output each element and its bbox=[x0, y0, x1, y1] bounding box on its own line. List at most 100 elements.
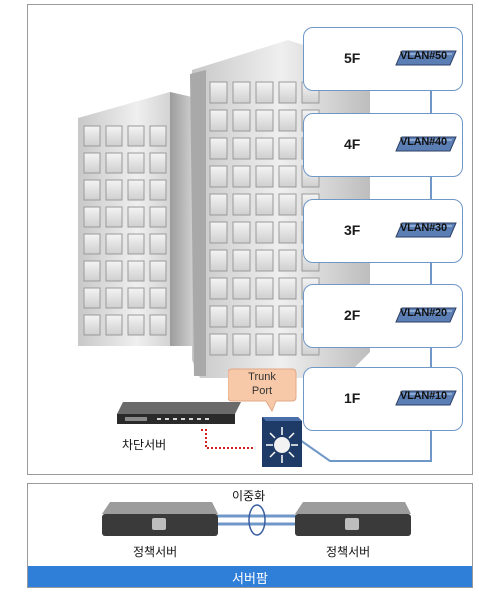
building-window bbox=[209, 221, 228, 244]
floor-4f-box: 4F VLAN#40 bbox=[303, 113, 463, 177]
building-window bbox=[127, 179, 145, 201]
floor-label: 4F bbox=[344, 136, 361, 152]
building-window bbox=[105, 314, 123, 336]
building-window bbox=[149, 125, 167, 147]
building-window bbox=[255, 193, 274, 216]
building-window bbox=[255, 109, 274, 132]
switch-icon bbox=[395, 390, 457, 406]
building-window bbox=[255, 81, 274, 104]
vlan-label: VLAN#40 bbox=[400, 136, 447, 148]
building-window bbox=[83, 179, 101, 201]
building-window bbox=[255, 137, 274, 160]
building-window bbox=[105, 125, 123, 147]
floor-2f-box: 2F VLAN#20 bbox=[303, 284, 463, 348]
building-window bbox=[278, 277, 297, 300]
building-window bbox=[232, 249, 251, 272]
building-window bbox=[127, 260, 145, 282]
floor-3f-box: 3F VLAN#30 bbox=[303, 199, 463, 263]
vlan-label: VLAN#30 bbox=[400, 222, 447, 234]
building-window bbox=[149, 287, 167, 309]
building-window bbox=[232, 137, 251, 160]
policy-server-left-label: 정책서버 bbox=[133, 545, 178, 559]
building-window bbox=[209, 81, 228, 104]
building-window bbox=[209, 249, 228, 272]
building-window bbox=[278, 221, 297, 244]
building-window bbox=[149, 314, 167, 336]
building-window bbox=[209, 165, 228, 188]
floor-label: 2F bbox=[344, 307, 361, 323]
building-window bbox=[105, 260, 123, 282]
building-window bbox=[209, 305, 228, 328]
building-window bbox=[149, 179, 167, 201]
core-switch-icon bbox=[262, 417, 302, 467]
trunk-port-callout bbox=[228, 368, 297, 413]
server-farm-bar bbox=[28, 566, 472, 587]
building-window bbox=[83, 206, 101, 228]
building-window bbox=[278, 137, 297, 160]
switch-icon bbox=[395, 50, 457, 66]
switch-icon bbox=[395, 136, 457, 152]
building-window bbox=[127, 152, 145, 174]
building-window bbox=[105, 206, 123, 228]
switch-icon bbox=[395, 307, 457, 323]
building-window bbox=[149, 152, 167, 174]
building-window bbox=[127, 314, 145, 336]
building-window bbox=[83, 233, 101, 255]
building-window bbox=[105, 179, 123, 201]
building-network-panel bbox=[27, 4, 473, 475]
building-window bbox=[278, 165, 297, 188]
building-window bbox=[209, 333, 228, 356]
building-window bbox=[232, 165, 251, 188]
building-window bbox=[105, 152, 123, 174]
building-window bbox=[105, 233, 123, 255]
floor-1f-box: 1F VLAN#10 bbox=[303, 367, 463, 431]
trunk-port-label: Trunk Port bbox=[248, 371, 276, 397]
building-window bbox=[209, 277, 228, 300]
building-window bbox=[127, 206, 145, 228]
building-window bbox=[278, 81, 297, 104]
building-window bbox=[83, 314, 101, 336]
building-window bbox=[255, 333, 274, 356]
switch-icon bbox=[395, 222, 457, 238]
trunk-uplink-line bbox=[299, 68, 432, 462]
block-server-label: 차단서버 bbox=[122, 438, 167, 452]
building-window bbox=[255, 305, 274, 328]
building-window bbox=[255, 249, 274, 272]
building-window bbox=[255, 221, 274, 244]
building-window bbox=[149, 233, 167, 255]
vlan-label: VLAN#50 bbox=[400, 50, 447, 62]
vlan-label: VLAN#10 bbox=[400, 390, 447, 402]
building-window bbox=[278, 305, 297, 328]
building-window bbox=[83, 287, 101, 309]
building-window bbox=[232, 305, 251, 328]
server-farm-panel bbox=[27, 483, 473, 588]
building-window bbox=[278, 333, 297, 356]
building-window bbox=[209, 109, 228, 132]
building-window bbox=[149, 206, 167, 228]
building-window bbox=[232, 109, 251, 132]
building-window bbox=[278, 249, 297, 272]
building-window bbox=[232, 333, 251, 356]
building-window bbox=[127, 287, 145, 309]
building-window bbox=[209, 137, 228, 160]
block-server-link bbox=[201, 429, 255, 449]
vlan-label: VLAN#20 bbox=[400, 307, 447, 319]
building-window bbox=[127, 233, 145, 255]
building-window bbox=[232, 81, 251, 104]
building-window bbox=[83, 260, 101, 282]
policy-server-left-icon bbox=[102, 502, 218, 536]
floor-5f-box: 5F VLAN#50 bbox=[303, 27, 463, 91]
building-window bbox=[83, 125, 101, 147]
building-window bbox=[232, 193, 251, 216]
building-window bbox=[255, 277, 274, 300]
building-window bbox=[278, 109, 297, 132]
policy-server-right-label: 정책서버 bbox=[326, 545, 371, 559]
floor-label: 1F bbox=[344, 390, 361, 406]
floor-label: 5F bbox=[344, 50, 361, 66]
building-window bbox=[127, 125, 145, 147]
server-farm-label: 서버팜 bbox=[232, 572, 268, 587]
building-window bbox=[232, 221, 251, 244]
building-window bbox=[255, 165, 274, 188]
